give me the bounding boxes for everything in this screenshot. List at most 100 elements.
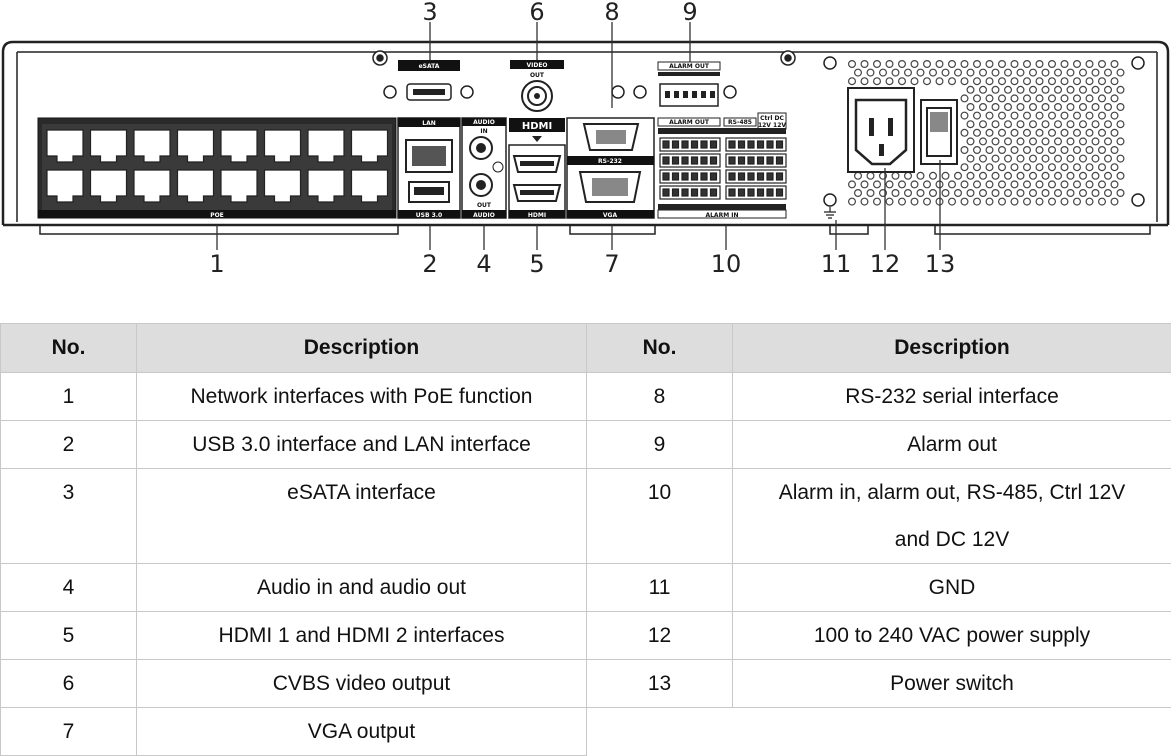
vent-hole [928,68,937,77]
vent-hole [1060,180,1069,189]
vent-hole [1072,197,1081,206]
terminal-screw [709,140,718,149]
vent-hole [941,171,950,180]
poe-rj45-jack [263,129,302,163]
vent-hole [1053,189,1062,198]
terminal-screw [737,156,746,165]
vent-hole [1003,85,1012,94]
row-description: HDMI 1 and HDMI 2 interfaces [136,611,587,660]
vent-hole [885,197,894,206]
vent-hole [1041,171,1050,180]
vent-hole [1103,120,1112,129]
vent-hole [847,197,856,206]
vent-hole [991,68,1000,77]
vent-hole [1085,197,1094,206]
vent-hole [1047,94,1056,103]
vent-hole [1116,154,1125,163]
vent-hole [978,137,987,146]
terminal-screw [662,172,670,181]
terminal-screw [756,188,765,197]
vent-hole [1072,59,1081,68]
vent-hole [997,59,1006,68]
vent-hole [1091,189,1100,198]
vent-hole [1060,146,1069,155]
vent-hole [1047,197,1056,206]
vent-hole [1060,163,1069,172]
vent-hole [1072,128,1081,137]
terminal-screw [775,156,784,165]
vent-hole [960,77,969,86]
vent-hole [960,94,969,103]
vent-hole [1022,163,1031,172]
vent-hole [947,59,956,68]
vent-hole [1028,102,1037,111]
row-no: 7 [0,707,137,756]
vent-hole [1022,128,1031,137]
vent-hole [1103,137,1112,146]
vent-hole [853,171,862,180]
terminal-screw [756,140,765,149]
vent-hole [897,180,906,189]
vent-hole [1016,189,1025,198]
vent-hole [985,111,994,120]
vent-hole [1085,163,1094,172]
row-description: Alarm out [732,420,1171,469]
vent-hole [991,85,1000,94]
vent-hole [1085,77,1094,86]
vent-hole [928,189,937,198]
audio-ports: AUDIO IN OUT AUDIO [461,117,507,219]
vent-hole [903,189,912,198]
vent-hole [953,171,962,180]
callout-5: 5 [529,250,544,278]
row-no: 2 [0,420,137,469]
vent-hole [1035,128,1044,137]
terminal-screw [681,188,689,197]
vent-hole [1016,171,1025,180]
vent-hole [991,189,1000,198]
row-no: 1 [0,372,137,421]
vent-hole [1103,102,1112,111]
row-description: VGA output [136,707,587,756]
vent-hole [960,180,969,189]
vent-hole [1028,154,1037,163]
vent-hole [991,154,1000,163]
terminal-screw [709,188,718,197]
vent-hole [1047,163,1056,172]
vent-hole [935,77,944,86]
callout-3: 3 [422,0,437,26]
table-row: 7 VGA output [0,707,1171,756]
vent-hole [866,68,875,77]
vent-hole [1028,189,1037,198]
vent-hole [1028,137,1037,146]
vent-hole [847,77,856,86]
vent-hole [1041,68,1050,77]
vent-hole [1097,163,1106,172]
vent-hole [1066,189,1075,198]
callout-13: 13 [925,250,956,278]
vent-hole [1003,68,1012,77]
vent-hole [1022,146,1031,155]
vent-hole [872,197,881,206]
table-row: 4 Audio in and audio out 11 GND [0,563,1171,612]
vent-hole [1110,128,1119,137]
terminal-screw [728,172,736,181]
terminal-screw [728,156,736,165]
video-out-label: OUT [530,72,545,79]
vent-hole [1053,171,1062,180]
vga-label: VGA [603,212,618,219]
vent-hole [1091,171,1100,180]
poe-rj45-jack [263,169,302,203]
vent-hole [972,128,981,137]
vent-hole [1091,120,1100,129]
vent-hole [1028,120,1037,129]
chassis [1,40,1170,235]
vent-hole [960,146,969,155]
vent-hole [991,120,1000,129]
vent-hole [960,163,969,172]
vent-hole [1047,77,1056,86]
vent-hole [1003,102,1012,111]
poe-rj45-jack [133,129,171,163]
vent-hole [997,146,1006,155]
terminal-screw [671,172,680,181]
vent-hole [910,180,919,189]
